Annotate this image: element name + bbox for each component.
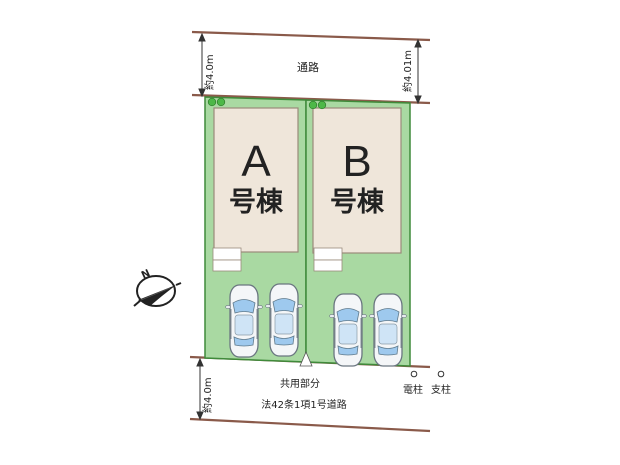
width-top-right: 約4.01m (401, 50, 414, 92)
electric-pole-label: 電柱 (403, 383, 423, 396)
lot-a-letter: A (241, 137, 271, 186)
car-a1 (224, 284, 264, 358)
road-top-label: 通路 (297, 61, 319, 74)
electric-pole-icon (410, 370, 418, 378)
support-pole-icon (437, 370, 445, 378)
lot-b-name: 号棟 (330, 187, 385, 218)
compass-icon (133, 275, 182, 307)
car-b1 (328, 293, 368, 367)
lot-a-house (213, 107, 299, 253)
lot-b-letter: B (342, 137, 371, 186)
width-top-left: 約4.0m (203, 54, 216, 90)
lot-a-trees (207, 97, 226, 107)
lot-b-house (312, 107, 402, 254)
lot-b-trees (308, 100, 327, 110)
lot-a-name: 号棟 (229, 187, 284, 218)
road-bottom-label: 法42条1項1号道路 (261, 398, 346, 411)
car-a2 (264, 283, 304, 357)
shared-part-label: 共用部分 (280, 377, 320, 390)
shared-part-marker (299, 350, 313, 367)
dimension-top-right (414, 38, 422, 105)
dimension-bottom-left (196, 357, 204, 421)
lot-a-entrance-steps (212, 247, 242, 272)
dimension-top-left (198, 32, 206, 98)
support-pole-label: 支柱 (431, 383, 451, 396)
width-bottom-left: 約4.0m (201, 377, 214, 413)
car-b2 (368, 293, 408, 367)
lot-b-entrance-steps (313, 247, 343, 272)
